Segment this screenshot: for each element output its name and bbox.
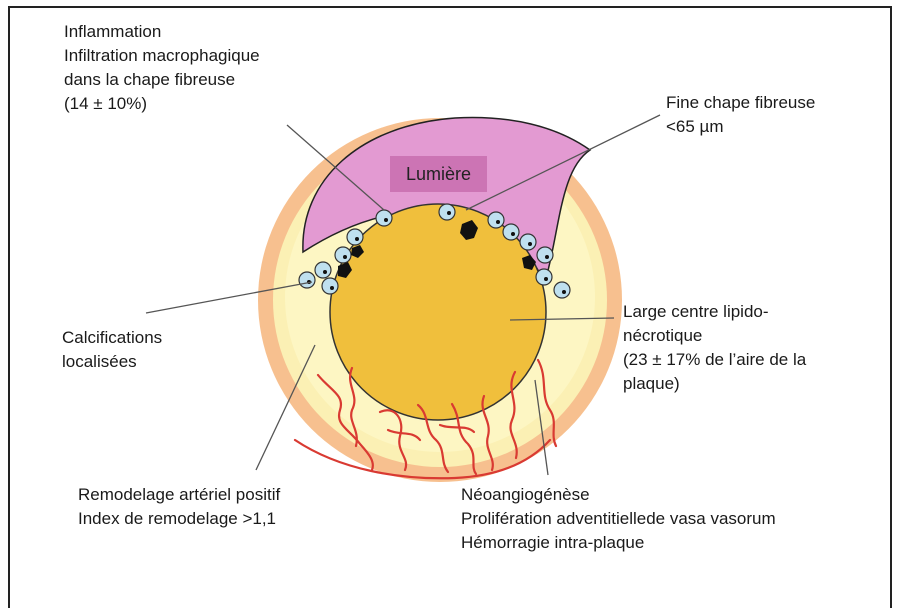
calcifications-annotation: Calcifications localisées [62, 326, 162, 374]
macrophage-cell [299, 272, 315, 288]
neoangiogenesis-annotation: Néoangiogénèse Prolifération adventitiel… [461, 483, 776, 555]
macrophage-cell [488, 212, 504, 228]
macrophage-cell [503, 224, 519, 240]
macrophage-cell [537, 247, 553, 263]
macrophage-cell [536, 269, 552, 285]
annotation-line: plaque) [623, 372, 806, 396]
annotation-line: (14 ± 10%) [64, 92, 260, 116]
lipid-core-annotation: Large centre lipido- nécrotique (23 ± 17… [623, 300, 806, 396]
lumen-label: Lumière [390, 162, 487, 186]
annotation-line: Fine chape fibreuse [666, 91, 815, 115]
macrophage-cell [520, 234, 536, 250]
annotation-line: Hémorragie intra-plaque [461, 531, 776, 555]
annotation-line: Large centre lipido- [623, 300, 806, 324]
annotation-line: localisées [62, 350, 162, 374]
remodeling-annotation: Remodelage artériel positif Index de rem… [78, 483, 280, 531]
annotation-line: Prolifération adventitiellede vasa vasor… [461, 507, 776, 531]
annotation-line: <65 µm [666, 115, 815, 139]
inflammation-annotation: Inflammation Infiltration macrophagique … [64, 20, 260, 116]
macrophage-cell [347, 229, 363, 245]
annotation-line: Calcifications [62, 326, 162, 350]
fibrous-cap-annotation: Fine chape fibreuse <65 µm [666, 91, 815, 139]
macrophage-cell [376, 210, 392, 226]
annotation-line: (23 ± 17% de l’aire de la [623, 348, 806, 372]
annotation-line: Index de remodelage >1,1 [78, 507, 280, 531]
annotation-line: Inflammation [64, 20, 260, 44]
annotation-line: Infiltration macrophagique [64, 44, 260, 68]
macrophage-cell [315, 262, 331, 278]
annotation-line: nécrotique [623, 324, 806, 348]
annotation-line: Remodelage artériel positif [78, 483, 280, 507]
macrophage-cell [439, 204, 455, 220]
annotation-line: dans la chape fibreuse [64, 68, 260, 92]
annotation-line: Néoangiogénèse [461, 483, 776, 507]
macrophage-cell [554, 282, 570, 298]
macrophage-cell [335, 247, 351, 263]
macrophage-cell [322, 278, 338, 294]
